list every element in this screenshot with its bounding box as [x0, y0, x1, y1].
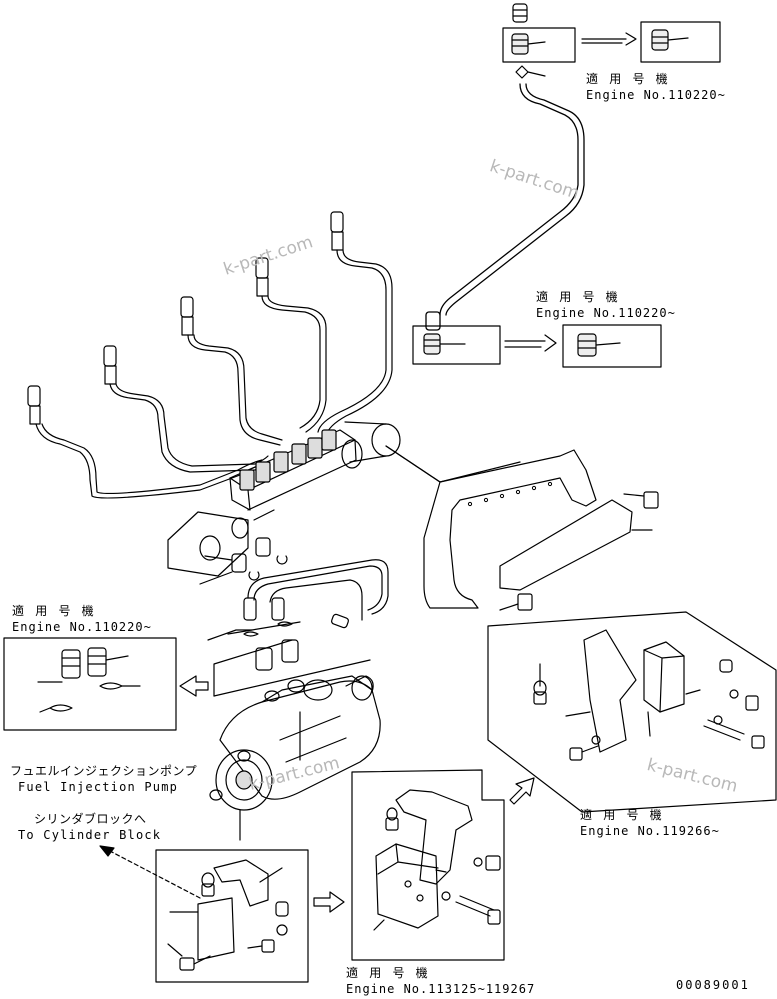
top-applicable-jp: 適 用 号 機 — [586, 72, 670, 86]
top-detail-box — [502, 27, 576, 63]
bottom-left-box — [155, 849, 309, 983]
pump-label-en: Fuel Injection Pump — [18, 780, 179, 794]
cylinder-pointer — [107, 849, 201, 899]
left-detail-box — [3, 637, 177, 731]
right-detail-group — [487, 611, 777, 813]
replace-arrow-bottom — [313, 891, 345, 913]
right-applicable-jp: 適 用 号 機 — [580, 808, 664, 822]
left-applicable-jp: 適 用 号 機 — [12, 604, 96, 618]
fuel-injection-pump — [209, 675, 381, 841]
replace-arrow-mid — [504, 334, 557, 352]
top-new-box — [640, 21, 721, 63]
injection-pipes — [27, 211, 393, 499]
replace-arrow-left — [179, 675, 209, 697]
bottom-left-group — [155, 849, 309, 983]
bottom-applicable-jp: 適 用 号 機 — [346, 966, 430, 980]
right-detail-frame — [487, 611, 777, 813]
mid-applicable-jp: 適 用 号 機 — [536, 290, 620, 304]
mid-new-box — [562, 324, 662, 368]
left-detail-group — [3, 621, 371, 731]
cylinder-label-jp: シリンダブロックへ — [34, 812, 147, 826]
mid-detail-group — [412, 324, 662, 368]
bottom-engine-number: Engine No.113125~119267 — [346, 982, 536, 996]
mid-detail-box — [412, 325, 501, 365]
bracket-parts — [385, 445, 659, 611]
replace-arrow-top — [581, 32, 637, 46]
bottom-mid-box — [351, 769, 505, 961]
delivery-valve-block — [167, 421, 441, 577]
fittings — [199, 509, 288, 585]
long-pipe — [425, 83, 585, 331]
page-code: 00089001 — [676, 978, 750, 992]
top-engine-number: Engine No.110220~ — [586, 88, 726, 102]
left-engine-number: Engine No.110220~ — [12, 620, 152, 634]
mid-engine-number: Engine No.110220~ — [536, 306, 676, 320]
top-detail-group — [502, 3, 721, 79]
bottom-mid-group — [351, 769, 505, 961]
cylinder-label-en: To Cylinder Block — [18, 828, 162, 842]
replace-arrow-right — [509, 777, 535, 805]
right-engine-number: Engine No.119266~ — [580, 824, 720, 838]
return-pipes — [243, 559, 389, 629]
pump-label-jp: フュエルインジェクションポンプ — [10, 764, 198, 778]
